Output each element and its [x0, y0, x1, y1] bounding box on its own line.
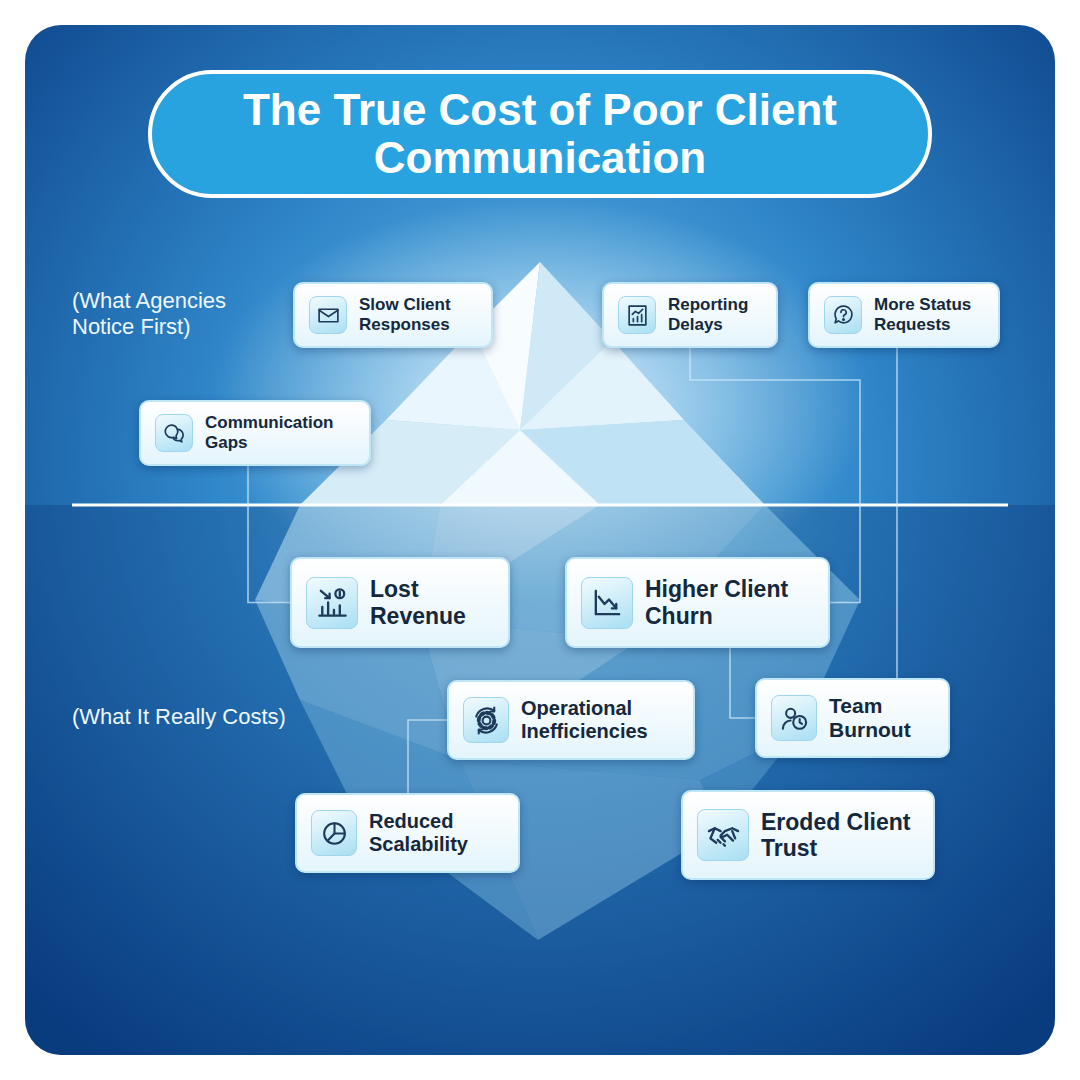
waterline — [72, 504, 1008, 507]
card-label: Operational Inefficiencies — [521, 697, 677, 743]
card-icon — [771, 695, 817, 741]
leader-connector — [896, 348, 898, 678]
icon-glyph — [319, 589, 345, 615]
card-icon — [311, 810, 357, 856]
card-icon — [309, 296, 347, 334]
card-icon — [463, 697, 509, 743]
cost-card: Operational Inefficiencies — [447, 680, 695, 760]
icon-glyph — [319, 309, 338, 322]
icon-glyph — [629, 306, 646, 325]
leader-connector — [248, 466, 290, 603]
card-text-block: Eroded Client Trust — [761, 809, 911, 862]
icon-glyph — [708, 828, 737, 846]
card-icon — [824, 296, 862, 334]
section-label: (What Agencies Notice First) — [72, 288, 277, 341]
icon-symbol — [316, 303, 341, 328]
card-label: Lost Revenue — [370, 576, 490, 629]
card-label: Higher Client Churn — [645, 576, 810, 629]
card-label: Team Burnout — [829, 694, 934, 742]
title-pill — [150, 72, 930, 196]
card-icon — [306, 577, 358, 629]
icon-glyph — [165, 425, 183, 442]
section-label: (What It Really Costs) — [72, 704, 342, 730]
icon-symbol — [315, 585, 350, 620]
card-label: Eroded Client Trust — [761, 809, 911, 862]
icon-symbol — [319, 818, 350, 849]
card-label: Reduced Scalability — [369, 810, 502, 856]
icon-symbol — [706, 818, 741, 853]
card-text-block: Operational Inefficiencies — [521, 697, 677, 743]
icon-symbol — [162, 421, 187, 446]
card-icon — [697, 809, 749, 861]
icon-symbol — [590, 585, 625, 620]
leader-connector — [408, 720, 447, 793]
icon-glyph — [782, 708, 805, 728]
card-text-block: Slow Client Responses — [359, 295, 477, 334]
card-label: Slow Client Responses — [359, 295, 477, 334]
iceberg-tip — [300, 262, 765, 505]
card-text-block: Communication Gaps — [205, 413, 355, 452]
cost-card: Slow Client Responses — [293, 282, 493, 348]
card-icon — [581, 577, 633, 629]
cost-card: Team Burnout — [755, 678, 950, 758]
cost-card: Reporting Delays — [602, 282, 778, 348]
card-text-block: Lost Revenue — [370, 576, 490, 629]
title-text: The True Cost of Poor Client Communicati… — [220, 86, 860, 181]
cost-card: Eroded Client Trust — [681, 790, 935, 880]
icon-glyph — [476, 707, 497, 733]
title-box: The True Cost of Poor Client Communicati… — [190, 78, 890, 190]
icon-glyph — [324, 823, 345, 844]
waterline-glow — [72, 501, 1008, 509]
card-label: Communication Gaps — [205, 413, 355, 452]
icon-glyph — [595, 591, 618, 614]
card-text-block: Higher Client Churn — [645, 576, 810, 629]
card-text-block: Reporting Delays — [668, 295, 762, 334]
cost-card: Lost Revenue — [290, 557, 510, 648]
card-icon — [155, 414, 193, 452]
cost-card: Communication Gaps — [139, 400, 371, 466]
card-label: Reporting Delays — [668, 295, 762, 334]
cost-card: Reduced Scalability — [295, 793, 520, 873]
icon-symbol — [625, 303, 650, 328]
cost-card: More Status Requests — [808, 282, 1000, 348]
icon-symbol — [471, 705, 502, 736]
icon-symbol — [831, 303, 856, 328]
underwater-shade — [25, 505, 1055, 1055]
card-label: More Status Requests — [874, 295, 984, 334]
card-text-block: Team Burnout — [829, 694, 934, 742]
card-text-block: Reduced Scalability — [369, 810, 502, 856]
panel — [25, 25, 1055, 1055]
card-icon — [618, 296, 656, 334]
cost-card: Higher Client Churn — [565, 557, 830, 648]
icon-glyph — [835, 306, 852, 323]
leader-connector — [730, 648, 755, 718]
card-text-block: More Status Requests — [874, 295, 984, 334]
icon-symbol — [779, 703, 810, 734]
